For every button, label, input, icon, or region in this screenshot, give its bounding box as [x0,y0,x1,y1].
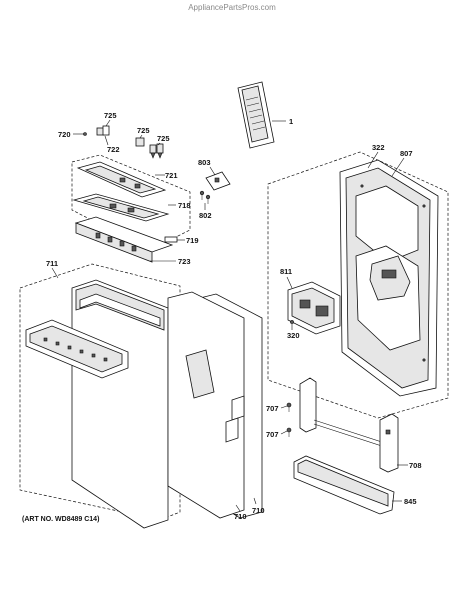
part-723-interface-board[interactable] [74,216,178,263]
part-845-bracket[interactable] [293,455,395,515]
part-718-board[interactable] [72,193,170,222]
callout-803: 803 [198,158,211,167]
callout-708: 708 [409,461,422,470]
callout-707-b: 707 [266,430,279,439]
part-720-722-725-clips[interactable] [83,125,164,159]
callout-1: 1 [289,117,293,126]
part-710-insulation-panel-front[interactable] [167,291,245,519]
callout-720: 720 [58,130,71,139]
callout-802: 802 [199,211,212,220]
callout-707-a: 707 [266,404,279,413]
callout-723: 723 [178,257,191,266]
callout-320: 320 [287,331,300,340]
part-711-outer-door[interactable] [71,279,169,529]
callout-725-a: 725 [104,111,117,120]
part-803-bracket[interactable] [205,171,231,191]
part-711-control-panel[interactable] [25,319,129,379]
inner-door-group-outline [267,151,449,419]
outer-door-group-outline [19,263,181,521]
control-group-outline [71,154,191,251]
callout-722: 722 [107,145,120,154]
callout-721: 721 [165,171,178,180]
watermark-text: AppliancePartsPros.com [188,3,276,12]
art-number: (ART NO. WD8489 C14) [22,516,99,523]
callout-718: 718 [178,201,191,210]
callout-845: 845 [404,497,417,506]
callout-807: 807 [400,149,413,158]
callout-710-b: 710 [252,506,265,515]
part-811-dispenser[interactable] [287,281,341,335]
callout-725-b: 725 [137,126,150,135]
part-807-inner-door[interactable] [339,159,439,397]
part-707-screws[interactable] [286,402,292,437]
callout-711: 711 [46,259,58,268]
part-802-screws[interactable] [199,190,211,204]
part-1-manual[interactable] [237,81,275,149]
callout-710-a: 710 [234,512,247,521]
part-320-screw[interactable] [290,320,294,324]
part-721-control-board[interactable] [76,161,167,198]
callout-322: 322 [372,143,385,152]
callout-725-c: 725 [157,134,170,143]
callout-811: 811 [280,267,292,276]
callout-719: 719 [186,236,199,245]
part-708-hinge-assembly[interactable] [299,377,399,473]
